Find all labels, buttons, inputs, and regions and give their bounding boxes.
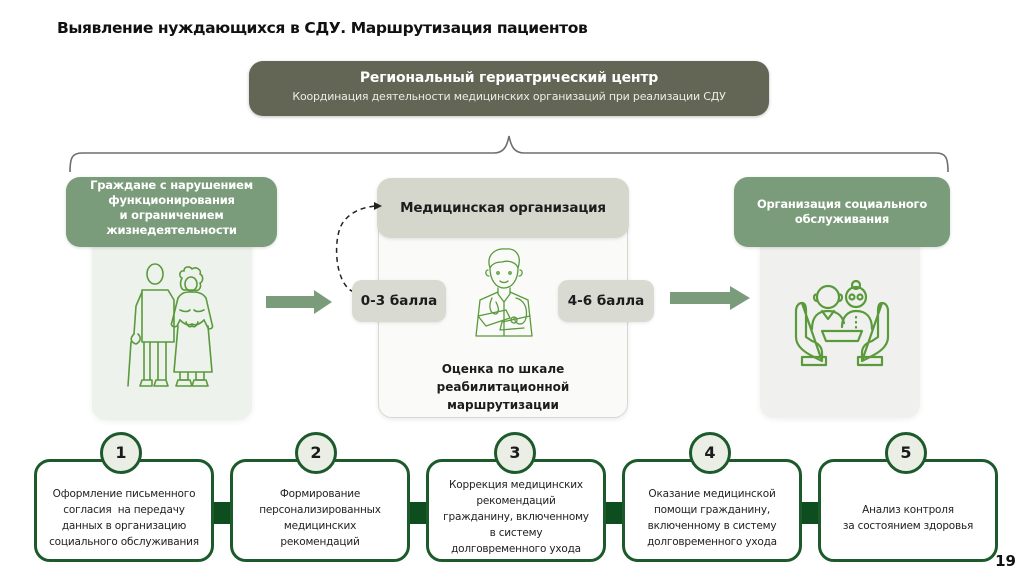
score-low-badge: 0-3 балла	[352, 280, 446, 322]
step-text-line: долговременного ухода	[647, 535, 777, 548]
citizens-header-line: функционирования	[108, 193, 235, 207]
step-text-line: Анализ контроля	[862, 503, 954, 516]
step-text-line: за состоянием здоровья	[842, 519, 974, 532]
step-card-5: Анализ контроля за состоянием здоровья	[818, 459, 998, 562]
step-number-3: 3	[494, 432, 536, 474]
citizens-panel	[92, 215, 252, 420]
step-number-4: 4	[689, 432, 731, 474]
step-text-line: социального обслуживания	[49, 535, 199, 548]
step-text-line: Формирование	[279, 487, 361, 500]
doctor-icon	[475, 248, 533, 337]
assessment-line: маршрутизации	[447, 398, 559, 412]
step-card-2: Формирование персонализированных медицин…	[230, 459, 410, 562]
elderly-couple-icon	[127, 263, 214, 387]
right-arrow-icon	[266, 290, 332, 314]
step-text-line: Оформление письменного	[52, 487, 196, 500]
step-card-3: Коррекция медицинских рекомендаций гражд…	[426, 459, 606, 562]
regional-center-title: Региональный гериатрический центр	[359, 70, 659, 86]
citizens-header-line: и ограничением	[119, 208, 224, 222]
step-text-line: рекомендаций	[280, 535, 360, 548]
citizens-header: Граждане с нарушением функционирования и…	[66, 177, 277, 247]
step-text-line: помощи гражданину,	[654, 503, 770, 516]
step-text-line: включенному в систему	[647, 519, 777, 532]
assessment-caption: Оценка по шкале реабилитационной маршрут…	[400, 360, 606, 414]
step-card-4: Оказание медицинской помощи гражданину, …	[622, 459, 802, 562]
step-text-line: персонализированных	[259, 503, 381, 516]
citizens-header-line: Граждане с нарушением	[90, 178, 253, 192]
curly-brace	[69, 135, 949, 173]
step-text-line: долговременного ухода	[451, 542, 581, 555]
step-number-5: 5	[885, 432, 927, 474]
page-number: 19	[995, 552, 1016, 570]
medical-org-header: Медицинская организация	[377, 178, 629, 238]
citizens-header-line: жизнедеятельности	[106, 223, 237, 237]
score-high-badge: 4-6 балла	[558, 280, 654, 322]
assessment-line: Оценка по шкале	[441, 362, 565, 376]
step-text-line: рекомендаций	[476, 494, 556, 507]
social-org-header-line: Организация социального	[756, 197, 928, 211]
step-text-line: Оказание медицинской	[648, 487, 776, 500]
step-text-line: данных в организацию	[61, 519, 187, 532]
step-connector	[408, 502, 430, 524]
step-connector	[604, 502, 626, 524]
assessment-line: реабилитационной	[436, 380, 570, 394]
return-loop-arrow	[335, 202, 382, 293]
step-text-line: согласия на передачу	[63, 503, 185, 516]
step-text-line: гражданину, включенному	[443, 510, 589, 523]
step-number-1: 1	[100, 432, 142, 474]
step-number-2: 2	[295, 432, 337, 474]
regional-center-box: Региональный гериатрический центр Коорди…	[249, 61, 769, 116]
right-arrow-icon	[670, 286, 750, 310]
social-org-header-line: обслуживания	[794, 212, 890, 226]
step-text-line: медицинских	[283, 519, 357, 532]
social-org-header: Организация социального обслуживания	[734, 177, 950, 247]
step-text-line: в систему	[489, 526, 543, 539]
step-connector	[800, 502, 822, 524]
step-text-line: Коррекция медицинских	[449, 478, 583, 491]
caring-hands-icon	[794, 279, 890, 367]
step-card-1: Оформление письменного согласия на перед…	[34, 459, 214, 562]
page-title: Выявление нуждающихся в СДУ. Маршрутизац…	[57, 19, 588, 37]
step-connector	[212, 502, 234, 524]
regional-center-subtitle: Координация деятельности медицинских орг…	[292, 90, 726, 103]
